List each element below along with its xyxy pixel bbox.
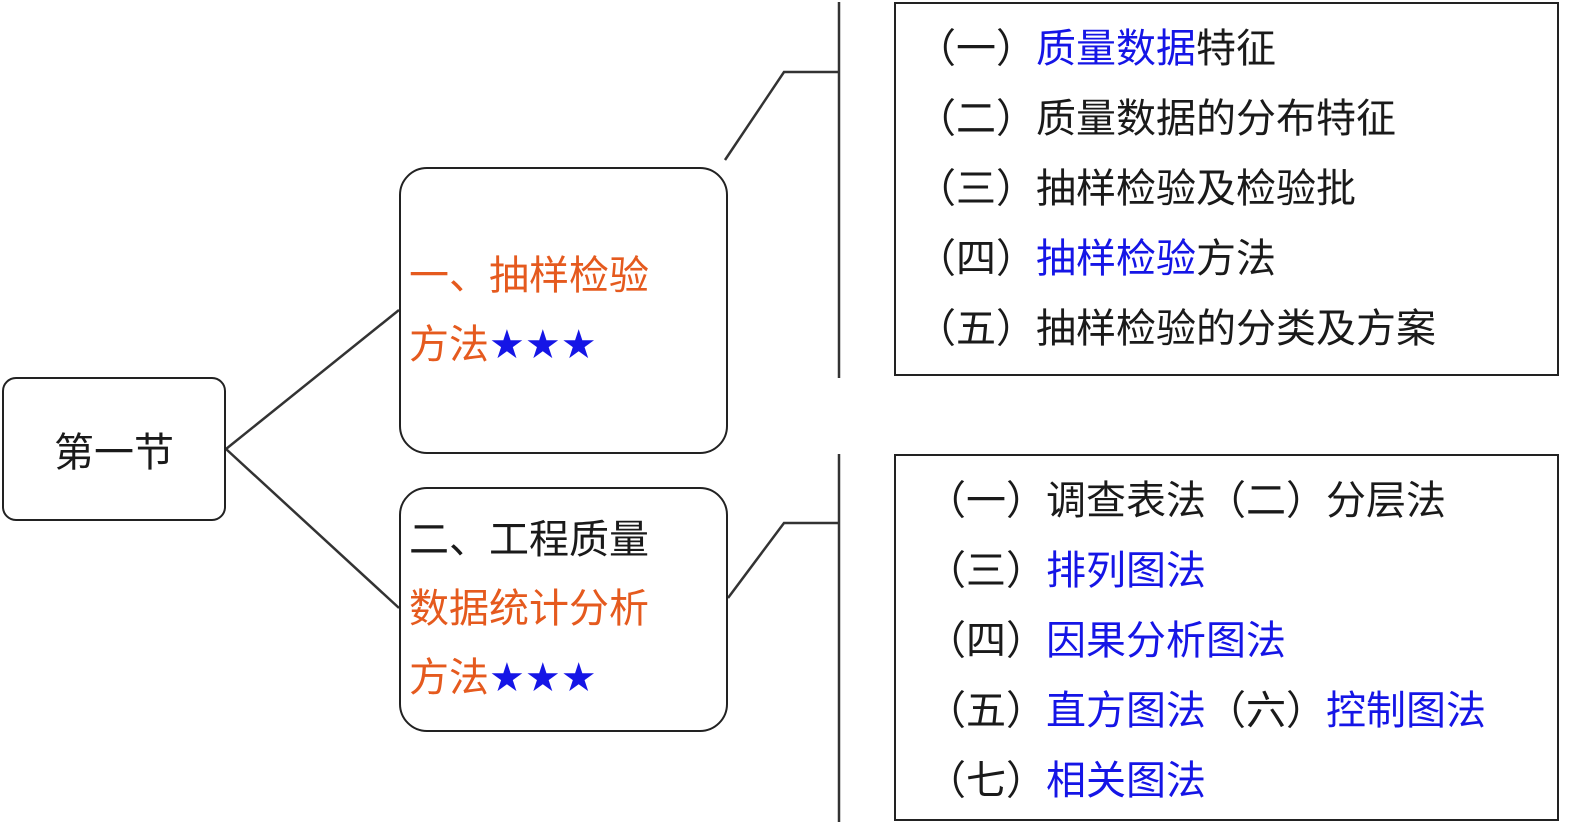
detail-1-item-4-suffix: 方法 <box>1196 236 1276 282</box>
detail-2-item-4: （五）直方图法（六）控制图法 <box>926 676 1557 746</box>
detail-1-item-4-highlight: 抽样检验 <box>1036 236 1196 282</box>
detail-1-item-2-prefix: （二） <box>916 96 1036 142</box>
detail-2-item-4-highlight: 直方图法 <box>1046 688 1206 734</box>
root-to-topic-1-connector <box>225 309 400 450</box>
topic-2-line-2: 数据统计分析 <box>409 586 649 632</box>
detail-2-item-1: （一）调查表法（二）分层法 <box>926 466 1557 536</box>
detail-1-item-5: （五）抽样检验的分类及方案 <box>916 294 1557 364</box>
detail-1-item-1-highlight: 质量数据 <box>1036 26 1196 72</box>
topic-2-to-details-connector <box>726 521 839 599</box>
detail-2-item-1-prefix: （一） <box>926 478 1046 524</box>
detail-2-item-1-text: 调查表法 <box>1046 478 1206 524</box>
detail-2-item-4-prefix: （五） <box>926 688 1046 734</box>
detail-1-item-2-text: 质量数据的分布特征 <box>1036 96 1396 142</box>
detail-1-item-3-text: 抽样检验及检验批 <box>1036 166 1356 212</box>
detail-2-item-5-prefix: （七） <box>926 758 1046 804</box>
root-node: 第一节 <box>2 377 226 521</box>
detail-2-item-1-text-2: 分层法 <box>1326 478 1446 524</box>
detail-2-item-2-prefix: （三） <box>926 548 1046 594</box>
detail-1-item-3: （三）抽样检验及检验批 <box>916 154 1557 224</box>
detail-2-item-1-prefix-2: （二） <box>1206 478 1326 524</box>
topic-2-line-1: 二、工程质量 <box>409 517 649 563</box>
topic-2-line-3: 方法★★★ <box>409 644 726 713</box>
detail-1-item-1: （一）质量数据特征 <box>916 14 1557 84</box>
topic-node-sampling-inspection: 一、抽样检验 方法★★★ <box>399 167 728 454</box>
detail-1-item-3-prefix: （三） <box>916 166 1036 212</box>
topic-1-line-1: 一、抽样检验 <box>409 252 649 299</box>
detail-2-item-5-highlight: 相关图法 <box>1046 758 1206 804</box>
detail-1-item-4-prefix: （四） <box>916 236 1036 282</box>
detail-1-item-5-text: 抽样检验的分类及方案 <box>1036 306 1436 352</box>
detail-1-item-5-prefix: （五） <box>916 306 1036 352</box>
detail-2-item-3-prefix: （四） <box>926 618 1046 664</box>
detail-2-item-2-highlight: 排列图法 <box>1046 548 1206 594</box>
details-box-statistical-methods: （一）调查表法（二）分层法 （三）排列图法 （四）因果分析图法 （五）直方图法（… <box>894 454 1559 821</box>
topic-1-line-2-text: 方法 <box>409 321 489 368</box>
detail-2-item-2: （三）排列图法 <box>926 536 1557 606</box>
detail-2-item-3: （四）因果分析图法 <box>926 606 1557 676</box>
detail-1-item-2: （二）质量数据的分布特征 <box>916 84 1557 154</box>
root-label: 第一节 <box>54 430 174 476</box>
topic-1-to-details-connector <box>723 70 839 161</box>
detail-1-item-1-prefix: （一） <box>916 26 1036 72</box>
detail-1-item-4: （四）抽样检验方法 <box>916 224 1557 294</box>
topic-2-importance-stars: ★★★ <box>489 655 597 701</box>
detail-2-item-3-highlight: 因果分析图法 <box>1046 618 1286 664</box>
detail-2-item-5: （七）相关图法 <box>926 746 1557 816</box>
details-box-sampling: （一）质量数据特征 （二）质量数据的分布特征 （三）抽样检验及检验批 （四）抽样… <box>894 2 1559 376</box>
topic-1-line-2: 方法★★★ <box>409 311 726 380</box>
detail-2-item-4-prefix-2: （六） <box>1206 688 1326 734</box>
topic-node-statistical-analysis: 二、工程质量 数据统计分析 方法★★★ <box>399 487 728 732</box>
topic-1-importance-stars: ★★★ <box>489 321 597 368</box>
topic-2-line-3-text: 方法 <box>409 655 489 701</box>
detail-1-item-1-suffix: 特征 <box>1196 26 1276 72</box>
root-to-topic-2-connector <box>225 448 400 609</box>
detail-2-item-4-highlight-2: 控制图法 <box>1326 688 1486 734</box>
